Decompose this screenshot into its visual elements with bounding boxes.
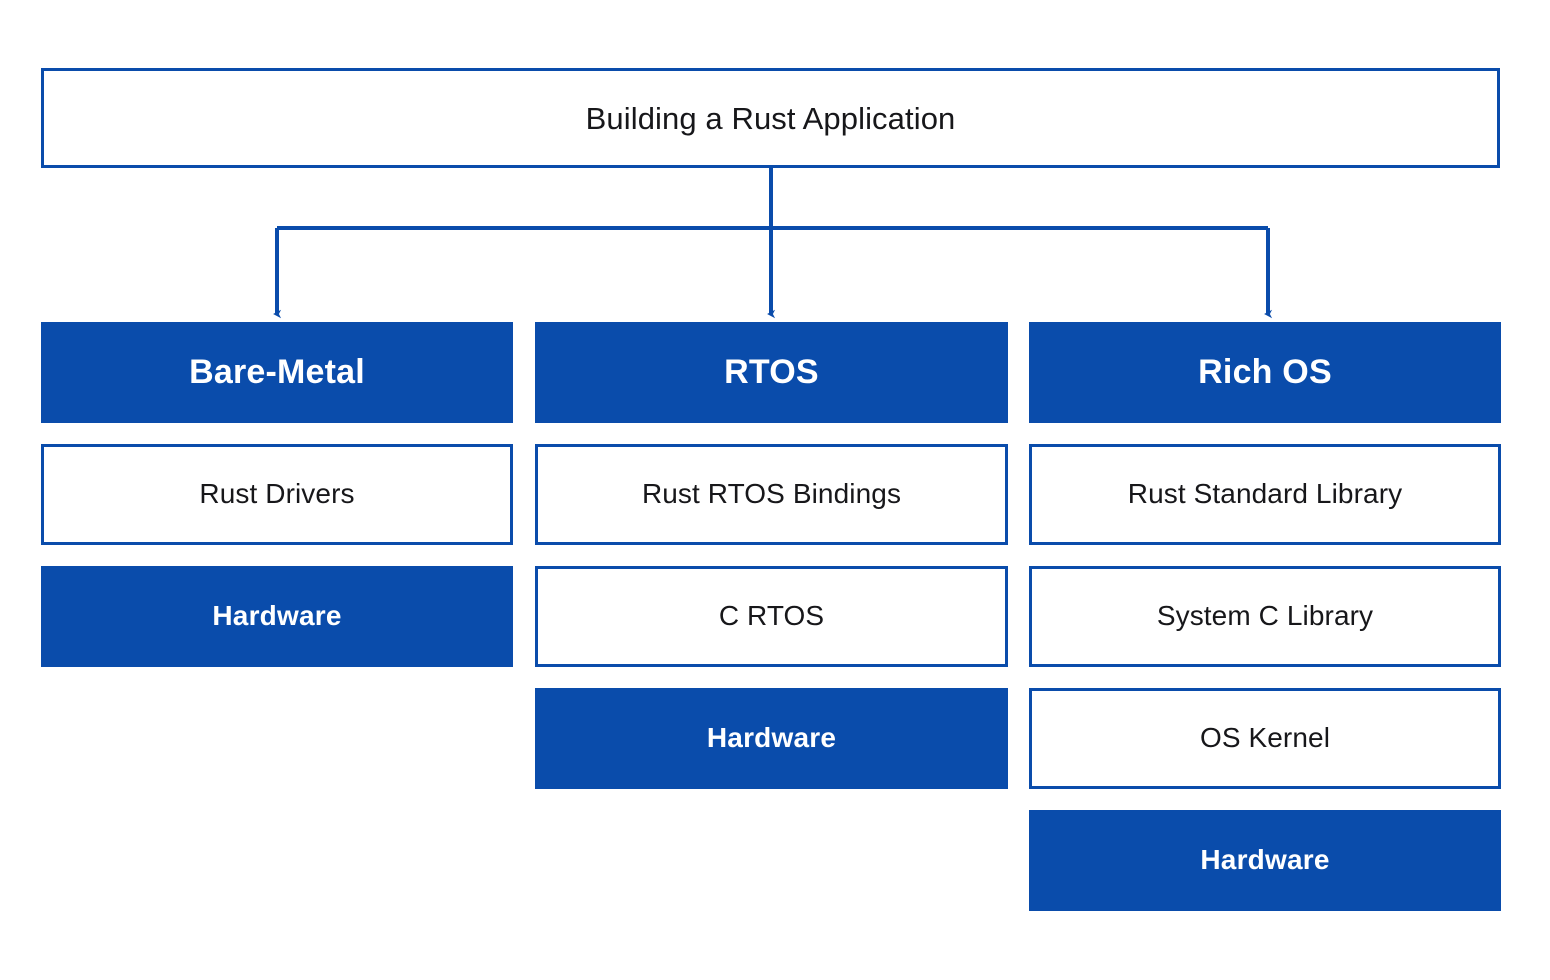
node-label: Hardware — [1200, 844, 1330, 876]
column-bare-metal: Bare-Metal Rust Drivers Hardware — [41, 322, 513, 688]
node-os-kernel[interactable]: OS Kernel — [1029, 688, 1501, 789]
node-label: Hardware — [212, 600, 342, 632]
column-header-rich-os[interactable]: Rich OS — [1029, 322, 1501, 423]
column-header-rtos[interactable]: RTOS — [535, 322, 1008, 423]
node-rust-standard-library[interactable]: Rust Standard Library — [1029, 444, 1501, 545]
node-hardware-rtos[interactable]: Hardware — [535, 688, 1008, 789]
column-header-label: RTOS — [724, 352, 819, 391]
column-header-label: Rich OS — [1198, 352, 1332, 391]
column-header-bare-metal[interactable]: Bare-Metal — [41, 322, 513, 423]
node-c-rtos[interactable]: C RTOS — [535, 566, 1008, 667]
column-rich-os: Rich OS Rust Standard Library System C L… — [1029, 322, 1501, 932]
node-label: C RTOS — [718, 600, 825, 632]
root-node-building-a-rust-application[interactable]: Building a Rust Application — [41, 68, 1500, 168]
node-label: Rust RTOS Bindings — [641, 478, 902, 510]
node-label: OS Kernel — [1199, 722, 1331, 754]
column-rtos: RTOS Rust RTOS Bindings C RTOS Hardware — [535, 322, 1008, 810]
node-rust-rtos-bindings[interactable]: Rust RTOS Bindings — [535, 444, 1008, 545]
node-label: Rust Standard Library — [1127, 478, 1403, 510]
node-label: System C Library — [1156, 600, 1374, 632]
node-hardware-bare-metal[interactable]: Hardware — [41, 566, 513, 667]
node-system-c-library[interactable]: System C Library — [1029, 566, 1501, 667]
node-label: Rust Drivers — [199, 478, 355, 510]
node-label: Hardware — [706, 722, 837, 754]
node-rust-drivers[interactable]: Rust Drivers — [41, 444, 513, 545]
column-header-label: Bare-Metal — [189, 352, 365, 391]
root-node-label: Building a Rust Application — [585, 100, 956, 136]
node-hardware-rich-os[interactable]: Hardware — [1029, 810, 1501, 911]
